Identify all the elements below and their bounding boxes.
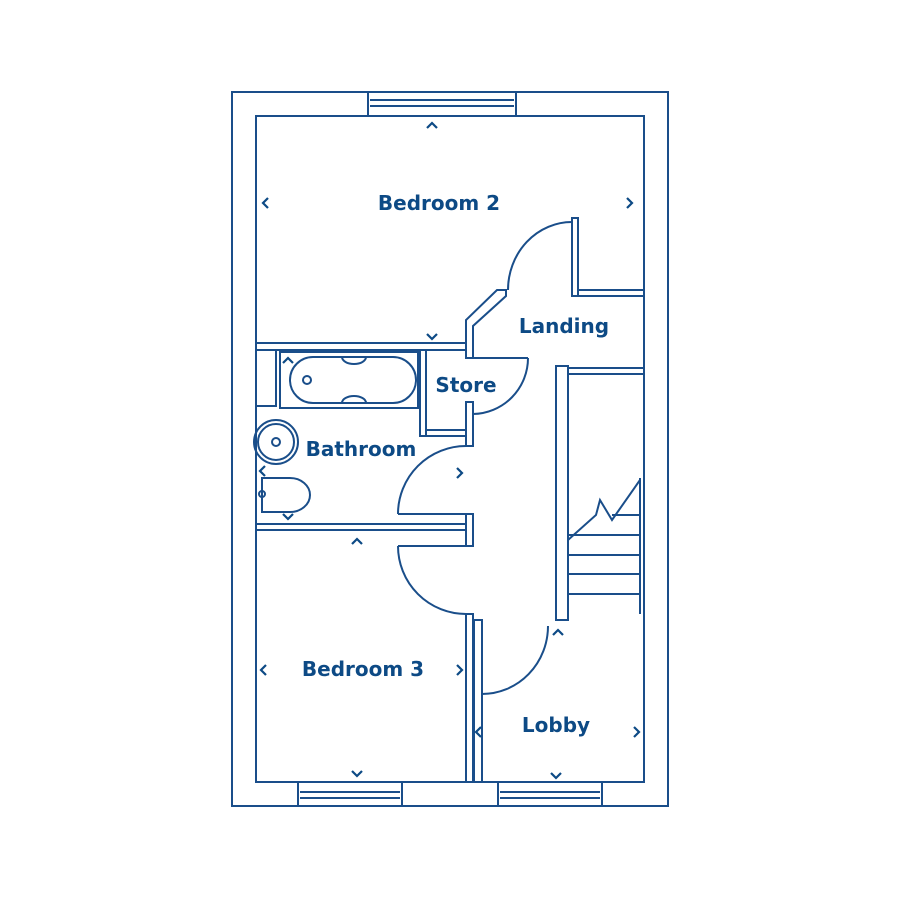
door-bedroom3 xyxy=(397,545,467,615)
door-lobby xyxy=(481,625,549,695)
room-label-bedroom-2: Bedroom 2 xyxy=(378,191,500,215)
room-label-store: Store xyxy=(435,373,496,397)
window-bedroom3 xyxy=(297,781,403,807)
window-top xyxy=(367,91,517,117)
toilet xyxy=(258,477,311,513)
window-lobby xyxy=(497,781,603,807)
bathtub xyxy=(279,351,419,409)
door-store xyxy=(472,357,529,415)
door-bathroom xyxy=(397,445,467,515)
room-label-bedroom-3: Bedroom 3 xyxy=(302,657,424,681)
washbasin xyxy=(253,419,299,465)
staircase xyxy=(567,478,641,614)
door-bedroom2 xyxy=(507,221,573,291)
internal-walls xyxy=(255,217,645,783)
room-label-landing: Landing xyxy=(519,314,609,338)
outer-wall xyxy=(231,91,669,807)
room-label-bathroom: Bathroom xyxy=(306,437,417,461)
dimension-markers xyxy=(258,121,641,780)
room-label-lobby: Lobby xyxy=(522,713,590,737)
